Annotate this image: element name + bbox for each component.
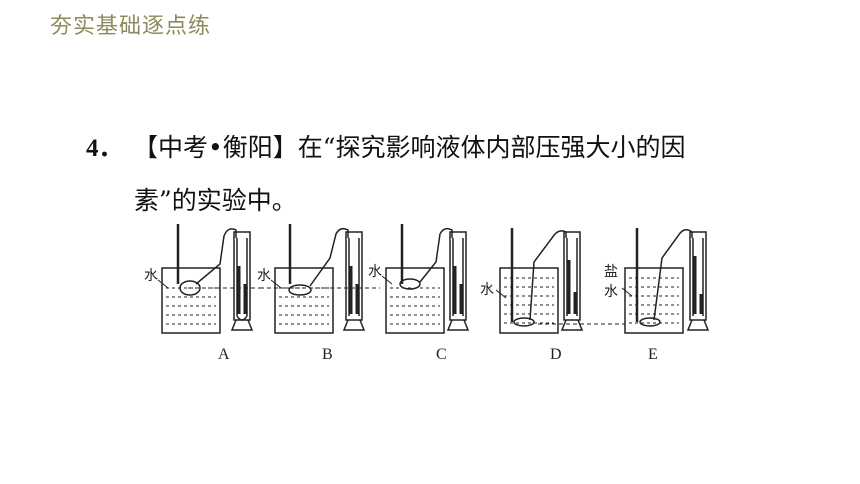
label-water-d: 水 (480, 282, 494, 298)
label-water-b: 水 (257, 268, 271, 284)
question-number: 4． (86, 135, 124, 162)
question-text: 4． 【中考•衡阳】在“探究影响液体内部压强大小的因 素”的实验中。 (86, 122, 806, 227)
panel-letter-b: B (322, 346, 333, 363)
panel-e (624, 228, 710, 334)
panel-a (161, 224, 254, 334)
label-water-c: 水 (368, 264, 382, 280)
label-water-e: 水 (604, 284, 618, 300)
label-water-a: 水 (144, 268, 158, 284)
section-header: 夯实基础逐点练 (50, 14, 212, 39)
panel-letter-d: D (550, 346, 562, 363)
panel-letter-a: A (218, 346, 230, 363)
panel-letter-c: C (436, 346, 447, 363)
experiment-figure: 水 水 水 水 盐 水 A B C D E (140, 218, 730, 368)
question-line-2: 素”的实验中。 (134, 186, 297, 215)
question-line-1: 【中考•衡阳】在“探究影响液体内部压强大小的因 (145, 133, 686, 162)
panel-c (385, 224, 470, 334)
panel-d (499, 228, 584, 334)
panel-letter-e: E (648, 346, 658, 363)
label-salt-e: 盐 (604, 264, 618, 280)
experiment-diagram: 水 水 水 水 盐 水 A B C D E (144, 224, 710, 363)
panel-b (274, 224, 366, 334)
